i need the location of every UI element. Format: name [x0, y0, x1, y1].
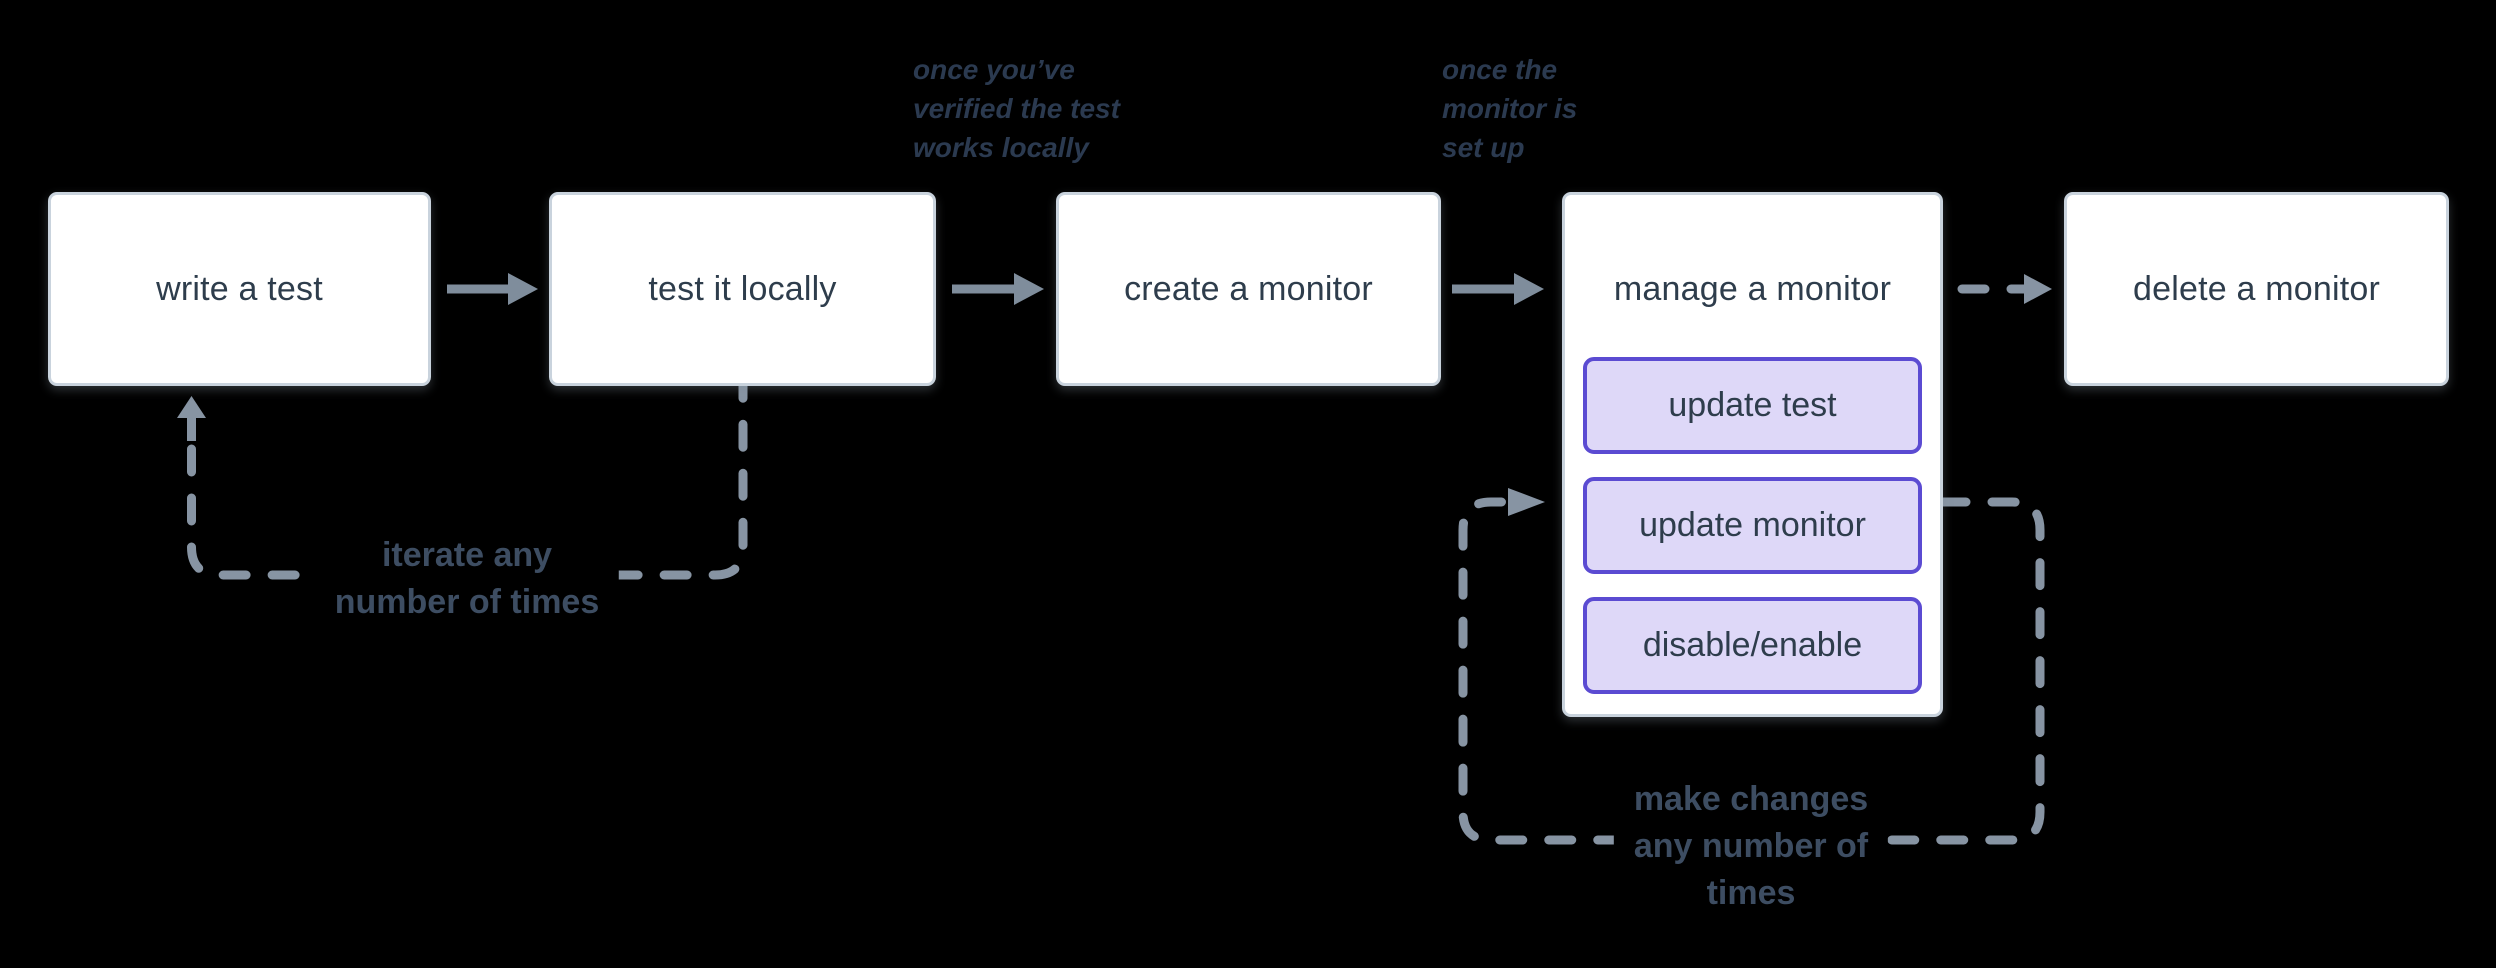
annotation-line: once the	[1442, 54, 1558, 85]
node-delete-a-monitor: delete a monitor	[2064, 192, 2449, 386]
arrow-write-to-test-head	[508, 273, 538, 305]
node-manage-a-monitor: manage a monitor update test update moni…	[1562, 192, 1943, 717]
loop-label-iterate: iterate any number of times	[314, 528, 620, 630]
loop-make-changes-arrowhead	[1508, 488, 1545, 516]
node-write-a-test: write a test	[48, 192, 431, 386]
annotation-line: once you’ve	[913, 54, 1075, 85]
node-label: write a test	[156, 269, 323, 308]
action-label: update monitor	[1639, 506, 1866, 544]
loop-label-line: make changes	[1633, 780, 1869, 818]
node-label: delete a monitor	[2132, 269, 2380, 308]
action-update-monitor: update monitor	[1583, 477, 1922, 574]
loop-iterate-arrowhead	[177, 396, 206, 418]
arrow-manage-to-delete-head	[2024, 274, 2052, 304]
annotation-line: works locally	[913, 132, 1089, 163]
annotation-monitor-set-up: once the monitor is set up	[1442, 50, 1577, 167]
action-label: disable/enable	[1642, 626, 1863, 664]
annotation-line: monitor is	[1442, 93, 1578, 124]
node-label: create a monitor	[1124, 269, 1373, 308]
action-update-test: update test	[1583, 357, 1922, 454]
loop-label-line: iterate any	[381, 536, 553, 574]
arrow-test-to-create-head	[1014, 273, 1044, 305]
node-label: test it locally	[648, 269, 837, 308]
node-create-a-monitor: create a monitor	[1056, 192, 1441, 386]
annotation-line: set up	[1442, 132, 1525, 163]
annotation-verified-locally: once you’ve verified the test works loca…	[913, 50, 1120, 167]
action-label: update test	[1668, 386, 1837, 424]
node-test-it-locally: test it locally	[549, 192, 936, 386]
arrow-create-to-manage-head	[1514, 273, 1544, 305]
loop-label-line: number of times	[334, 583, 600, 621]
annotation-line: verified the test	[913, 93, 1120, 124]
node-label: manage a monitor	[1613, 269, 1892, 308]
loop-label-line: any number of	[1633, 827, 1869, 865]
loop-label-make-changes: make changes any number of times	[1613, 772, 1889, 921]
loop-label-line: times	[1706, 874, 1796, 912]
action-disable-enable: disable/enable	[1583, 597, 1922, 694]
